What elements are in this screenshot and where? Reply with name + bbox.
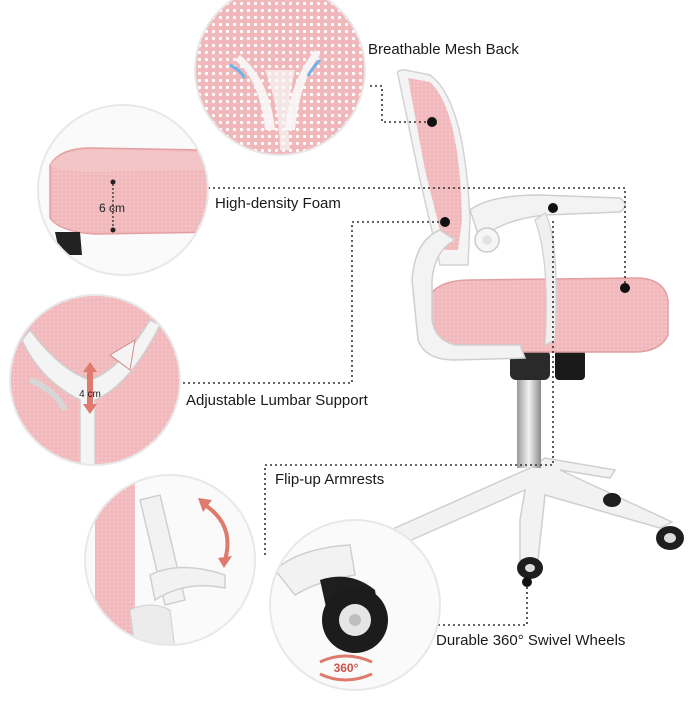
armrest-detail bbox=[84, 474, 256, 646]
swivel-360-badge: 360° bbox=[319, 654, 373, 682]
backrest-mesh bbox=[408, 78, 462, 250]
wheels-label: Durable 360° Swivel Wheels bbox=[436, 632, 626, 649]
chair-base bbox=[383, 457, 674, 561]
armrests-label: Flip-up Armrests bbox=[275, 471, 385, 488]
mesh-back-detail bbox=[194, 0, 366, 156]
flip-rotation-arrow bbox=[203, 503, 230, 561]
callout-dots bbox=[427, 117, 630, 587]
svg-text:360°: 360° bbox=[334, 661, 359, 675]
lumbar-measure-label: 4 cm bbox=[79, 389, 101, 400]
armrest bbox=[469, 194, 626, 242]
lumbar-label: Adjustable Lumbar Support bbox=[186, 392, 368, 409]
office-chair bbox=[378, 69, 684, 579]
lumbar-detail: 4 cm bbox=[9, 294, 181, 466]
mesh-back-label: Breathable Mesh Back bbox=[368, 41, 519, 58]
lumbar-adjust-arrow bbox=[83, 362, 97, 414]
side-frame bbox=[411, 229, 527, 361]
leader-lines bbox=[178, 85, 626, 626]
foam-label: High-density Foam bbox=[215, 195, 341, 212]
wheel-detail: 360° bbox=[269, 519, 441, 691]
foam-measure-label: 6 cm bbox=[99, 201, 125, 215]
foam-detail: 6 cm bbox=[37, 104, 209, 276]
gas-lift bbox=[517, 380, 541, 468]
